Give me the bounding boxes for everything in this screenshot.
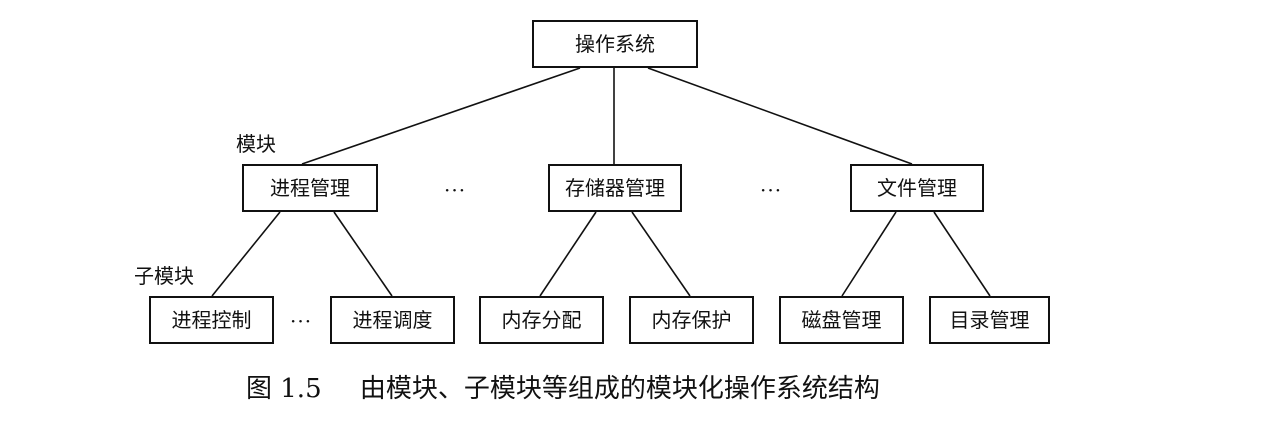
level-label-submodule: 子模块 [134,264,194,288]
edge-root-to-process [301,67,581,165]
figure-caption: 图 1.5 由模块、子模块等组成的模块化操作系统结构 [246,376,880,402]
root-node: 操作系统 [532,20,698,68]
submodule-node-process-control-label: 进程控制 [171,308,252,332]
submodule-node-process-control: 进程控制 [149,296,274,344]
submodule-node-disk-management: 磁盘管理 [779,296,904,344]
ellipsis-modules-left: ··· [444,178,467,202]
submodule-node-process-scheduling-label: 进程调度 [352,308,433,332]
edge-process-to-control [211,211,281,297]
submodule-node-directory-management-label: 目录管理 [949,308,1030,332]
submodule-node-memory-allocation-label: 内存分配 [501,308,582,332]
figure-caption-text: 由模块、子模块等组成的模块化操作系统结构 [359,374,880,404]
submodule-node-memory-protection-label: 内存保护 [651,308,732,332]
submodule-node-process-scheduling: 进程调度 [330,296,455,344]
figure-caption-number: 图 1.5 [246,374,322,404]
submodule-node-memory-allocation: 内存分配 [479,296,604,344]
edge-memory-to-protect [631,211,691,297]
module-node-memory: 存储器管理 [548,164,682,212]
edge-root-to-file [647,67,913,165]
level-label-module: 模块 [236,132,276,156]
module-node-memory-label: 存储器管理 [565,176,665,200]
module-node-process: 进程管理 [242,164,378,212]
module-node-process-label: 进程管理 [270,176,350,200]
edge-memory-to-alloc [539,211,597,297]
submodule-node-disk-management-label: 磁盘管理 [801,308,882,332]
module-node-file-label: 文件管理 [877,176,957,200]
ellipsis-modules-right: ··· [760,178,783,202]
module-node-file: 文件管理 [850,164,984,212]
edge-process-to-schedule [333,211,393,297]
root-node-label: 操作系统 [575,32,655,56]
submodule-node-directory-management: 目录管理 [929,296,1050,344]
ellipsis-submodules-left: ··· [290,309,313,333]
submodule-node-memory-protection: 内存保护 [629,296,754,344]
edge-file-to-directory [933,211,991,297]
edge-file-to-disk [841,211,897,297]
